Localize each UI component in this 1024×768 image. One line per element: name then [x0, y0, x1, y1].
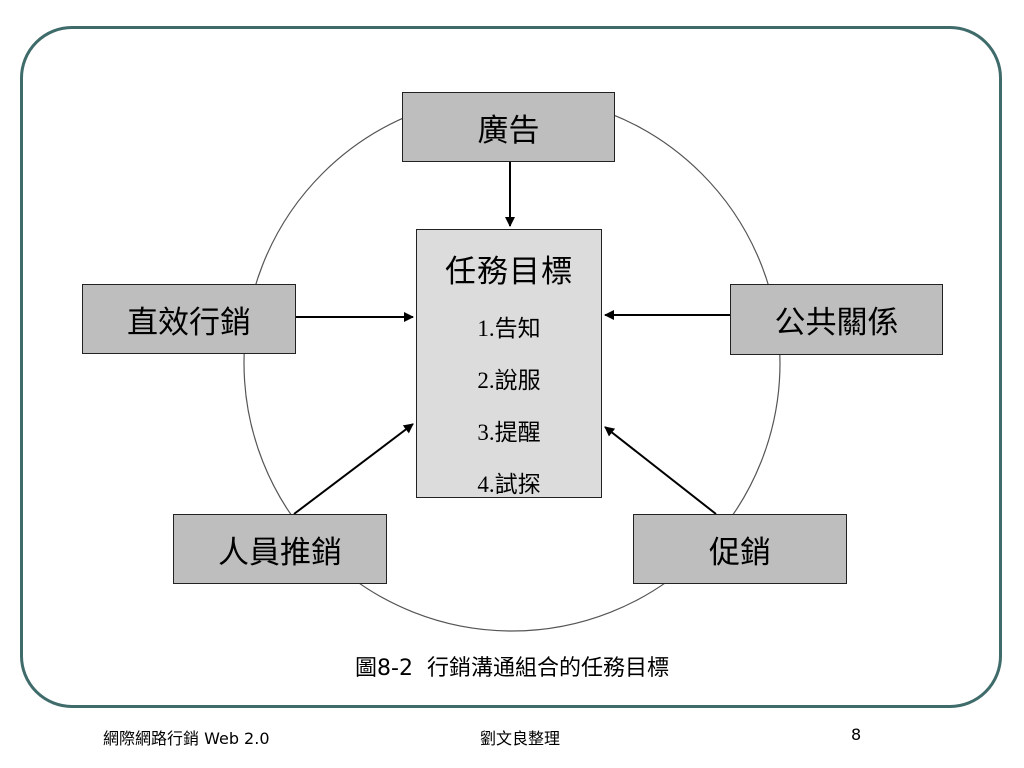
box-advertising: 廣告 — [402, 92, 615, 162]
slide-frame — [20, 26, 1002, 708]
objective-item: 1.告知 — [477, 316, 541, 342]
arrow-bottom-right — [604, 426, 717, 515]
box-public-relations: 公共關係 — [730, 284, 943, 355]
objective-item: 2.說服 — [477, 368, 541, 394]
objectives-title: 任務目標 — [445, 254, 573, 290]
figure-caption: 圖8-2 行銷溝通組合的任務目標 — [355, 656, 669, 681]
box-direct-marketing: 直效行銷 — [82, 284, 296, 354]
objectives-box: 任務目標 1.告知 2.說服 3.提醒 4.試探 — [416, 229, 602, 498]
box-sales-promotion: 促銷 — [633, 514, 847, 584]
objective-item: 3.提醒 — [477, 420, 541, 446]
footer-author: 劉文良整理 — [479, 729, 560, 748]
box-personal-selling: 人員推銷 — [173, 514, 387, 584]
footer-course-title: 網際網路行銷 Web 2.0 — [103, 729, 270, 748]
objective-item: 4.試探 — [477, 472, 541, 498]
arrow-bottom-left — [293, 423, 414, 515]
page-number: 8 — [851, 725, 862, 744]
